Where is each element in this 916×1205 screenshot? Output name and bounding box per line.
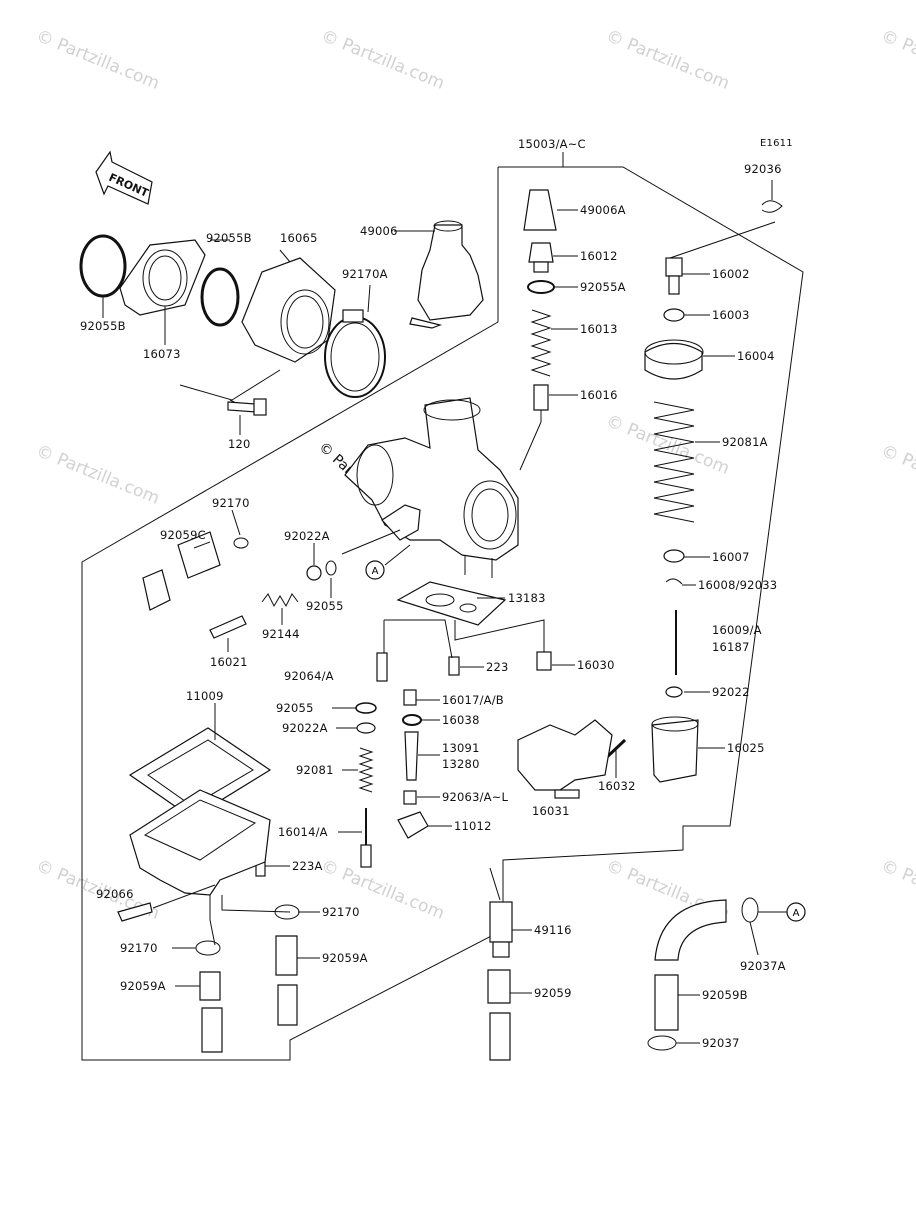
part-label: 13091 (442, 741, 480, 755)
part-label: 92055 (276, 701, 314, 715)
part-label: 16004 (737, 349, 775, 363)
part-label: 92066 (96, 887, 134, 901)
watermark-text: © Partzilla.com (318, 26, 447, 94)
part-label: 92059 (534, 986, 572, 1000)
part-label: 15003/A~C (518, 137, 586, 151)
part-label: 16003 (712, 308, 750, 322)
watermark-text: © Partzilla.com (33, 441, 162, 509)
part-label: 92170 (212, 496, 250, 510)
part-label: 16030 (577, 658, 615, 672)
part-label: 16016 (580, 388, 618, 402)
part-label: 92081 (296, 763, 334, 777)
part-label: 16031 (532, 804, 570, 818)
leader-lines (102, 180, 787, 1044)
part-label: 16009/A (712, 623, 762, 637)
part-label: 16017/A/B (442, 693, 504, 707)
ref-code: E1611 (760, 138, 793, 149)
part-label: 16012 (580, 249, 618, 263)
part-label: 92055B (206, 231, 252, 245)
part-label: 16007 (712, 550, 750, 564)
part-label: 16065 (280, 231, 318, 245)
part-label: 16014/A (278, 825, 328, 839)
part-label: 49006 (360, 224, 398, 238)
callout-a-label: A (793, 908, 800, 919)
part-label: 92059A (120, 979, 166, 993)
part-label: 92064/A (284, 669, 334, 683)
part-label: 16013 (580, 322, 618, 336)
part-label: 92055A (580, 280, 626, 294)
part-label: 92059B (702, 988, 748, 1002)
part-label: 92170 (120, 941, 158, 955)
part-labels: 15003/A~C 92036 49006A 16012 92055A 1600… (80, 137, 786, 1050)
part-label: 16038 (442, 713, 480, 727)
part-label: 92036 (744, 162, 782, 176)
part-label: 92059C (160, 528, 206, 542)
part-label: 11009 (186, 689, 224, 703)
part-label: 16073 (143, 347, 181, 361)
part-label: 13280 (442, 757, 480, 771)
watermark-text: © Partzilla.com (33, 26, 162, 94)
part-label: 16187 (712, 640, 750, 654)
part-label: 92081A (722, 435, 768, 449)
part-label: 92055B (80, 319, 126, 333)
part-label: 120 (228, 437, 251, 451)
part-label: 11012 (454, 819, 492, 833)
part-label: 92170 (322, 905, 360, 919)
part-label: 223A (292, 859, 323, 873)
front-arrow: FRONT (95, 150, 153, 205)
watermark-text: © Partzilla.com (603, 26, 732, 94)
part-drawings (79, 189, 783, 1061)
part-label: 16025 (727, 741, 765, 755)
part-label: 92055 (306, 599, 344, 613)
part-label: 92144 (262, 627, 300, 641)
watermark-text: © Partzilla.com (878, 26, 916, 94)
part-label: 13183 (508, 591, 546, 605)
part-label: 223 (486, 660, 509, 674)
part-label: 92059A (322, 951, 368, 965)
part-label: 92170A (342, 267, 388, 281)
part-label: 16008/92033 (698, 578, 777, 592)
part-label: 16032 (598, 779, 636, 793)
watermark-text: © Partzilla.com (878, 441, 916, 509)
part-label: 16002 (712, 267, 750, 281)
part-label: 49006A (580, 203, 626, 217)
part-label: 49116 (534, 923, 572, 937)
part-label: 92037 (702, 1036, 740, 1050)
watermark-text: © Partzilla.com (878, 856, 916, 924)
part-label: 92022 (712, 685, 750, 699)
callout-a-label: A (372, 566, 379, 577)
part-label: 16021 (210, 655, 248, 669)
part-label: 92037A (740, 959, 786, 973)
part-label: 92022A (284, 529, 330, 543)
part-label: 92063/A~L (442, 790, 509, 804)
part-label: 92022A (282, 721, 328, 735)
